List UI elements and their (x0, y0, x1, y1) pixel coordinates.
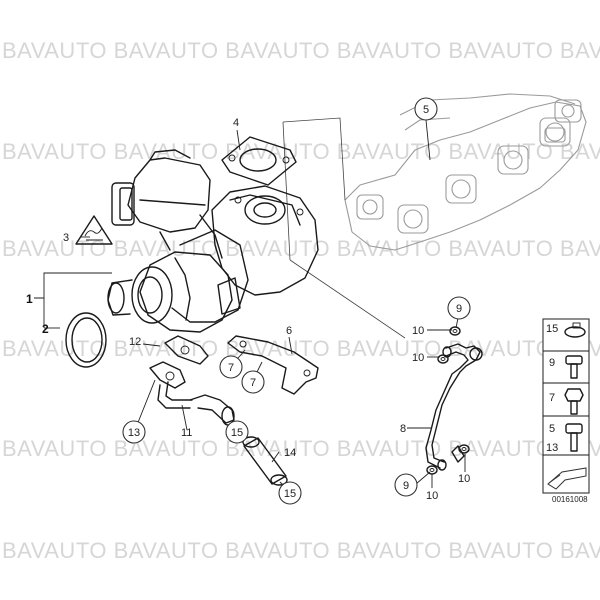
washers (426, 326, 470, 475)
watermark-row: BAVAUTO BAVAUTO BAVAUTO BAVAUTO BAVAUTO … (2, 139, 600, 164)
callout-7-circle (241, 370, 265, 394)
watermark-row: BAVAUTO BAVAUTO BAVAUTO BAVAUTO BAVAUTO … (2, 538, 600, 563)
oil-return-line (149, 335, 235, 426)
banjo-bolt-icon (565, 355, 583, 379)
callout-10c: 10 (426, 490, 438, 502)
callout-12: 12 (129, 336, 141, 348)
direction-arrow-icon (547, 467, 587, 490)
legend-item-9: 9 (549, 357, 555, 369)
gasket-turbo-manifold (221, 136, 297, 186)
legend-item-7: 7 (549, 392, 555, 404)
callout-15a: 15 (231, 427, 243, 439)
callout-2: 2 (42, 322, 49, 336)
callout-7b: 7 (250, 377, 256, 389)
callout-10d: 10 (458, 473, 470, 485)
callout-9-circle (394, 473, 418, 497)
callouts: 1 2 3 4 5 6 7 7 8 9 9 10 10 10 10 11 12 … (26, 97, 471, 505)
support-bracket (227, 335, 319, 395)
callout-14: 14 (284, 447, 296, 459)
callout-3: 3 (63, 232, 69, 244)
callout-6: 6 (286, 325, 292, 337)
turbocharger-drawing (107, 149, 319, 333)
assembly-frame (282, 117, 406, 339)
watermark-row: BAVAUTO BAVAUTO BAVAUTO BAVAUTO BAVAUTO … (2, 436, 600, 461)
flange-bolt-icon (565, 423, 583, 452)
callout-4: 4 (233, 117, 239, 129)
callout-15-circle (278, 481, 302, 505)
callout-8: 8 (400, 423, 406, 435)
callout-13-circle (122, 420, 146, 444)
callout-9b: 9 (403, 480, 409, 492)
oil-feed-line (425, 343, 483, 471)
legend-frame (542, 318, 590, 494)
callout-9-circle (447, 296, 471, 320)
callout-5: 5 (423, 104, 429, 116)
watermark: BAVAUTO BAVAUTO BAVAUTO BAVAUTO BAVAUTO … (2, 38, 600, 563)
callout-7a: 7 (228, 362, 234, 374)
legend-item-5: 5 (549, 423, 555, 435)
callout-7-circle (219, 355, 243, 379)
legend-item-15: 15 (546, 323, 558, 335)
callout-10b: 10 (412, 352, 424, 364)
legend-item-13: 13 (546, 442, 558, 454)
hose-section (242, 436, 288, 486)
callout-15b: 15 (284, 488, 296, 500)
callout-15-circle (225, 420, 249, 444)
watermark-row: BAVAUTO BAVAUTO BAVAUTO BAVAUTO BAVAUTO … (2, 38, 600, 63)
hose-clamp-icon (564, 322, 586, 338)
warning-label (75, 215, 113, 245)
exhaust-manifold-drawing (344, 93, 587, 251)
hex-bolt-icon (564, 388, 584, 415)
callout-1: 1 (26, 292, 33, 306)
callout-9a: 9 (456, 303, 462, 315)
callout-11: 11 (181, 427, 192, 439)
callout-10a: 10 (412, 325, 424, 337)
document-number: 00161008 (552, 495, 588, 504)
o-ring (65, 312, 107, 368)
callout-5-circle (414, 97, 438, 121)
callout-13: 13 (128, 427, 140, 439)
hardware-legend: 15 9 7 5 13 (542, 318, 590, 494)
